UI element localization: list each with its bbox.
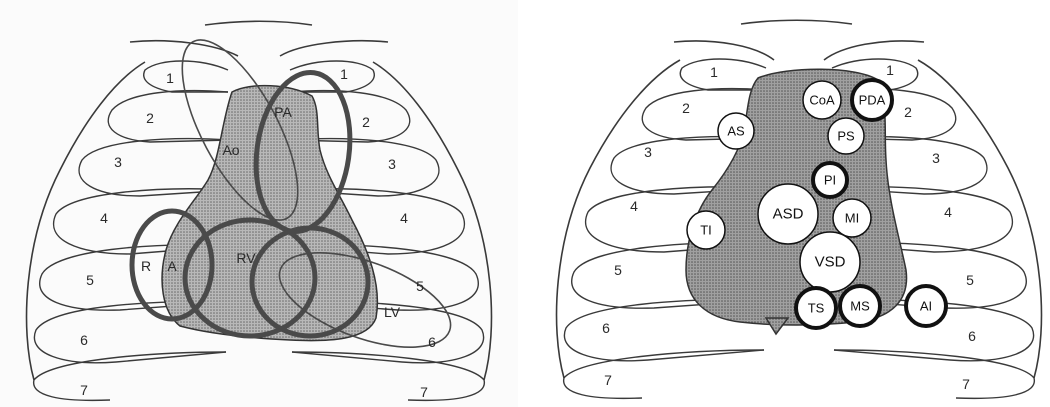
rib-number-left-3: 3: [114, 154, 122, 170]
label-vsd: VSD: [815, 254, 846, 271]
clavicle-left-2: [674, 41, 774, 60]
label-ti: TI: [700, 223, 712, 238]
rib-number-right-6-b: 6: [968, 328, 976, 344]
label-ms: MS: [850, 299, 870, 314]
rib-number-left-5-b: 5: [614, 262, 622, 278]
rib-number-right-1-b: 1: [886, 62, 894, 78]
label-mi: MI: [845, 211, 859, 226]
rib-number-left-1-b: 1: [710, 64, 718, 80]
label-ao: Ao: [222, 142, 239, 158]
rib-number-left-3-b: 3: [644, 144, 652, 160]
rib-number-left-7-b: 7: [604, 372, 612, 388]
label-coa: CoA: [809, 93, 835, 108]
label-rv: RV: [236, 250, 256, 266]
rib-number-right-6: 6: [428, 334, 436, 350]
rib-number-right-5: 5: [416, 278, 424, 294]
label-lv: LV: [384, 304, 401, 320]
label-ts: TS: [808, 301, 825, 316]
neck-outline: [205, 21, 312, 25]
rib-number-right-3: 3: [388, 156, 396, 172]
rib-number-right-3-b: 3: [932, 150, 940, 166]
heart-apex-notch: [766, 318, 788, 334]
chest-outline-right: 1 2 3 4 5 6 7 1 2 3 4 5 6 7 CoA PDA AS P…: [526, 0, 1050, 407]
rib-number-left-2: 2: [146, 110, 154, 126]
neck-outline-2: [741, 20, 852, 24]
rib-number-right-2: 2: [362, 114, 370, 130]
clavicle-right: [280, 41, 388, 56]
label-pa: PA: [274, 104, 292, 120]
chest-outline-left: 1 2 3 4 5 6 7 1 2 3 4 5 6 7 PA Ao R A RV…: [0, 0, 518, 407]
label-ra-r: R: [141, 258, 151, 274]
rib-number-left-7: 7: [80, 382, 88, 398]
rib-number-right-4-b: 4: [944, 204, 952, 220]
label-asd: ASD: [773, 206, 804, 223]
rib-number-right-1: 1: [340, 66, 348, 82]
clavicle-right-2: [824, 41, 924, 60]
rib-number-left-5: 5: [86, 272, 94, 288]
rib-number-right-7: 7: [420, 384, 428, 400]
label-ps: PS: [837, 129, 855, 144]
rib-number-left-1: 1: [166, 70, 174, 86]
label-pda: PDA: [859, 93, 886, 108]
label-ra-a: A: [167, 258, 177, 274]
rib-number-right-2-b: 2: [904, 104, 912, 120]
rib-number-right-7-b: 7: [962, 376, 970, 392]
label-pi: PI: [824, 173, 836, 188]
chest-diagram-chamber-projections: 1 2 3 4 5 6 7 1 2 3 4 5 6 7 PA Ao R A RV…: [0, 0, 518, 407]
rib-number-right-4: 4: [400, 210, 408, 226]
rib-number-left-4-b: 4: [630, 198, 638, 214]
rib-number-left-2-b: 2: [682, 100, 690, 116]
rib-number-left-6: 6: [80, 332, 88, 348]
label-as: AS: [727, 124, 745, 139]
chest-diagram-lesion-locations: 1 2 3 4 5 6 7 1 2 3 4 5 6 7 CoA PDA AS P…: [526, 0, 1050, 407]
rib-number-left-6-b: 6: [602, 320, 610, 336]
rib-number-left-4: 4: [100, 210, 108, 226]
rib-number-right-5-b: 5: [966, 272, 974, 288]
label-ai: AI: [920, 299, 932, 314]
